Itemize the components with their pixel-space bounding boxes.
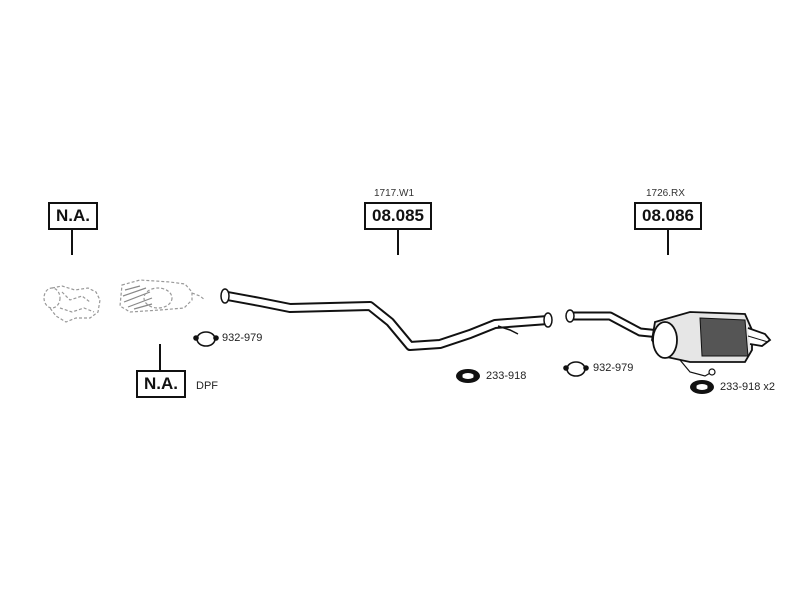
rubber-mount-icon xyxy=(690,380,714,394)
ghost-front-pipe xyxy=(43,285,101,323)
part-box-na-top[interactable]: N.A. xyxy=(48,202,98,230)
rubber-mount-icon xyxy=(456,369,480,383)
dpf-note: DPF xyxy=(196,380,218,392)
part-box-rear-silencer[interactable]: 08.086 xyxy=(634,202,702,230)
rear-silencer-drawing xyxy=(565,309,772,377)
mid-pipe-drawing xyxy=(220,288,553,351)
part-box-mid-pipe[interactable]: 08.085 xyxy=(364,202,432,230)
hardware-label-mount-1[interactable]: 233-918 xyxy=(486,370,527,382)
hardware-label-clamp-1[interactable]: 932-979 xyxy=(222,332,263,344)
part-box-na-bottom[interactable]: N.A. xyxy=(136,370,186,398)
ref-label-mid-pipe: 1717.W1 xyxy=(374,188,415,199)
ref-label-rear-silencer: 1726.RX xyxy=(646,188,685,199)
hardware-label-clamp-2[interactable]: 932-979 xyxy=(593,362,634,374)
clamp-icon xyxy=(563,361,589,377)
ghost-catalyst-dpf xyxy=(119,279,206,313)
clamp-icon xyxy=(193,331,219,347)
hardware-label-mount-2[interactable]: 233-918 x2 xyxy=(720,381,776,393)
